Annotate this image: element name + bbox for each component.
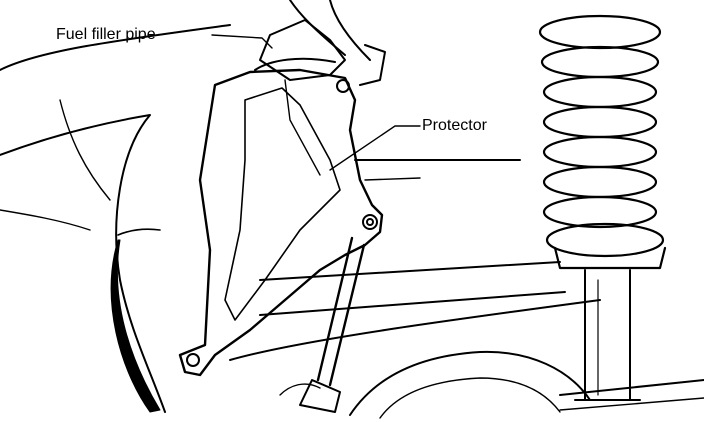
wheel [349,350,704,419]
pry-tool [279,236,366,413]
coil-spring [538,14,667,270]
leader-lines [211,34,421,171]
protector [178,68,384,377]
frame-rails [229,159,601,361]
fuel-filler-pipe [254,0,386,86]
fuel-filler-pipe-label: Fuel filler pipe [56,26,156,43]
shock-absorber [574,269,641,401]
body-panel [0,24,231,413]
protector-label: Protector [422,117,487,134]
